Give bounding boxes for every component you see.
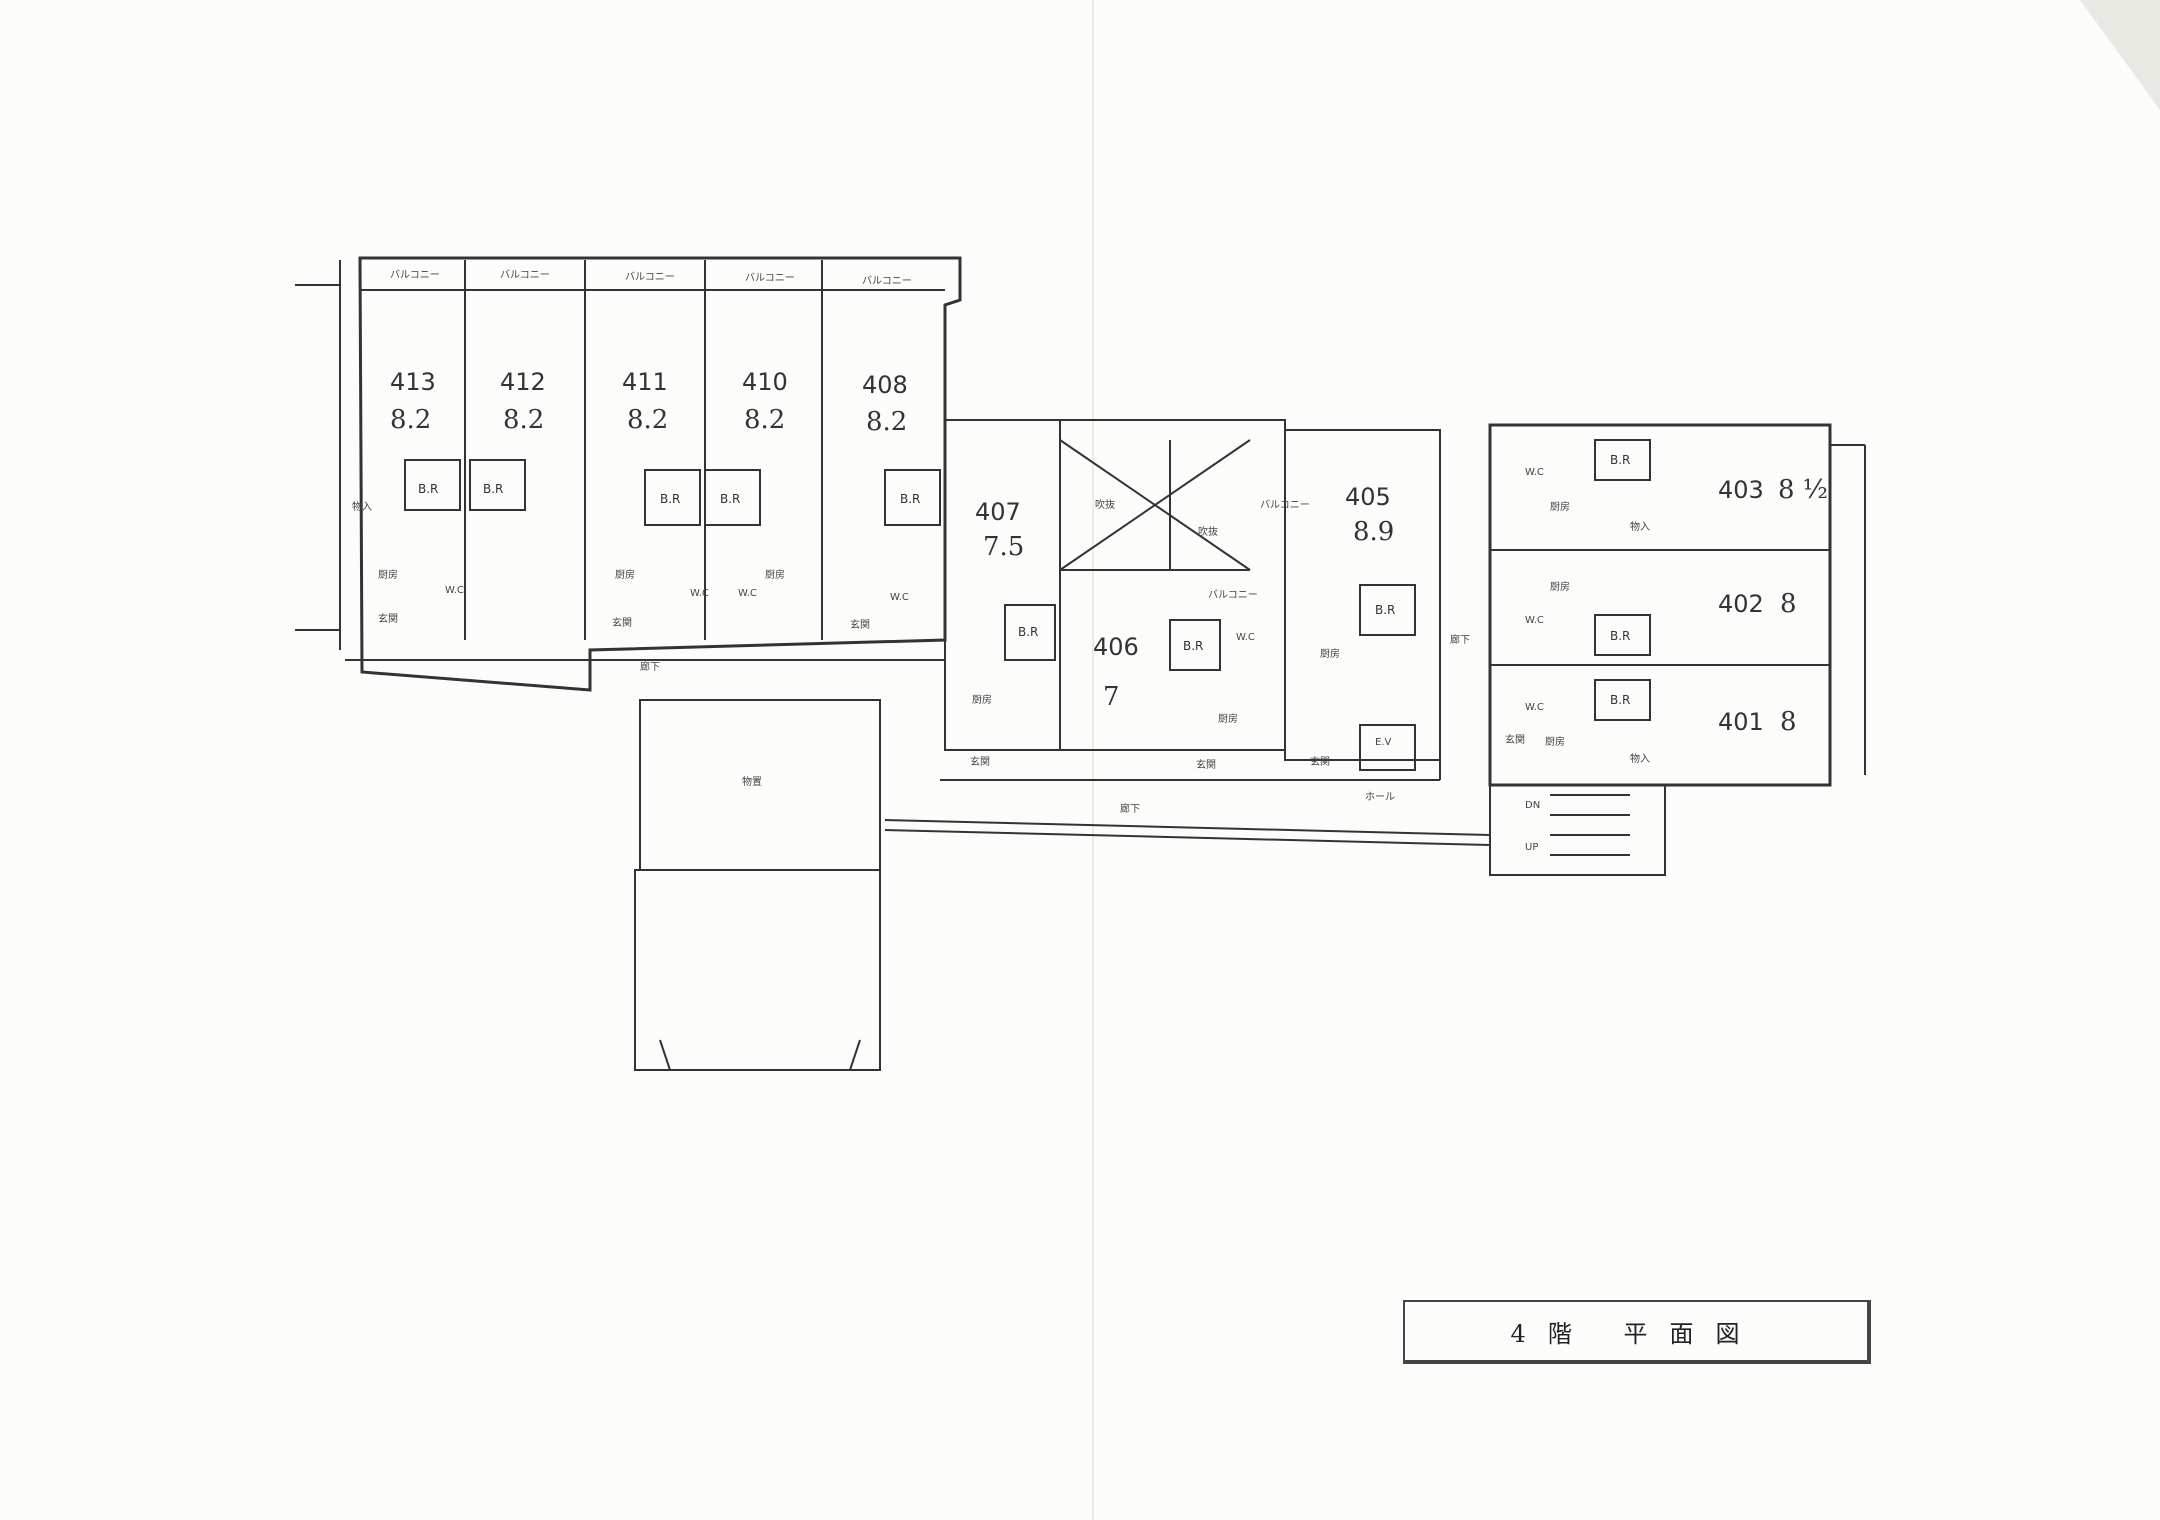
unit-size: 8.2 [390,405,431,435]
bedroom-label: B.R [660,492,680,506]
toilet-label: W.C [690,588,709,599]
bedroom-label: B.R [900,492,920,506]
balcony-label: バルコニー [625,271,675,283]
room-labels: バルコニー バルコニー バルコニー バルコニー バルコニー バルコニー バルコニ… [352,269,1650,853]
entrance-label: 玄関 [378,612,398,625]
toilet-label: W.C [1525,615,1544,626]
entrance-label: 玄関 [970,755,990,768]
storeroom-label: 物置 [742,775,762,788]
unit-labels: 413 8.2 412 8.2 411 8.2 410 8.2 408 8.2 … [390,368,1828,737]
kitchen-label: 厨房 [1218,712,1238,725]
kitchen-label: 厨房 [1320,647,1340,660]
unit-size: 8.2 [866,407,907,437]
balcony-label: バルコニー [390,269,440,281]
balcony-label: バルコニー [1208,589,1258,601]
bedroom-label: B.R [483,482,503,496]
unit-number: 408 [862,371,908,399]
unit-number: 412 [500,368,546,396]
unit-size: 8.2 [503,405,544,435]
toilet-label: W.C [445,585,464,596]
bedroom-label: B.R [720,492,740,506]
kitchen-label: 厨房 [1545,735,1565,748]
void-label: 吹抜 [1198,525,1218,538]
balcony-label: バルコニー [862,275,912,287]
entrance-label: 玄関 [1196,758,1216,771]
kitchen-label: 厨房 [1550,580,1570,593]
unit-number: 402 [1718,590,1764,618]
entrance-label: 玄関 [612,616,632,629]
corridor-label: 廊下 [1120,802,1140,815]
kitchen-label: 厨房 [765,568,785,581]
hall-label: ホール [1365,791,1395,803]
balcony-label: バルコニー [500,269,550,281]
drawing-title-box: 4階 平面図 [1403,1300,1871,1364]
bedroom-label: B.R [1610,453,1630,467]
unit-size: 8.2 [744,405,785,435]
storage-label: 物入 [1630,520,1650,533]
toilet-label: W.C [738,588,757,599]
storage-label: 物入 [1630,752,1650,765]
unit-size: 8.9 [1353,517,1394,547]
corridor-label: 廊下 [1450,633,1470,646]
bedroom-label: B.R [1610,629,1630,643]
bedroom-label: B.R [418,482,438,496]
drawing-title: 4階 平面図 [1510,1319,1762,1348]
kitchen-label: 厨房 [1550,500,1570,513]
toilet-label: W.C [1236,632,1255,643]
entrance-label: 玄関 [1505,733,1525,746]
walls [295,256,1866,1071]
elevator-label: E.V [1375,737,1391,748]
paper-fold-line [1092,0,1094,1520]
void-label: 吹抜 [1095,498,1115,511]
bedroom-label: B.R [1018,625,1038,639]
kitchen-label: 厨房 [378,568,398,581]
toilet-label: W.C [1525,467,1544,478]
unit-size: 8 [1780,589,1797,619]
storage-label: 物入 [352,500,372,513]
entrance-label: 玄関 [850,618,870,631]
unit-size: 8 ½ [1778,475,1828,505]
kitchen-label: 厨房 [615,568,635,581]
corridor-label: 廊下 [640,660,660,673]
folded-corner [2080,0,2160,110]
toilet-label: W.C [890,592,909,603]
unit-number: 410 [742,368,788,396]
unit-number: 405 [1345,483,1391,511]
unit-number: 413 [390,368,436,396]
bedroom-label: B.R [1183,639,1203,653]
toilet-label: W.C [1525,702,1544,713]
kitchen-label: 厨房 [972,693,992,706]
unit-number: 411 [622,368,668,396]
entrance-label: 玄関 [1310,755,1330,768]
balcony-label: バルコニー [745,272,795,284]
balcony-label: バルコニー [1260,499,1310,511]
stair-up-label: UP [1525,842,1538,853]
unit-size: 7 [1103,682,1120,712]
unit-size: 8 [1780,707,1797,737]
unit-number: 401 [1718,708,1764,736]
stair-down-label: DN [1525,800,1540,811]
unit-number: 403 [1718,476,1764,504]
unit-size: 8.2 [627,405,668,435]
bedroom-label: B.R [1375,603,1395,617]
unit-size: 7.5 [983,532,1024,562]
unit-number: 407 [975,498,1021,526]
unit-number: 406 [1093,633,1139,661]
bedroom-label: B.R [1610,693,1630,707]
